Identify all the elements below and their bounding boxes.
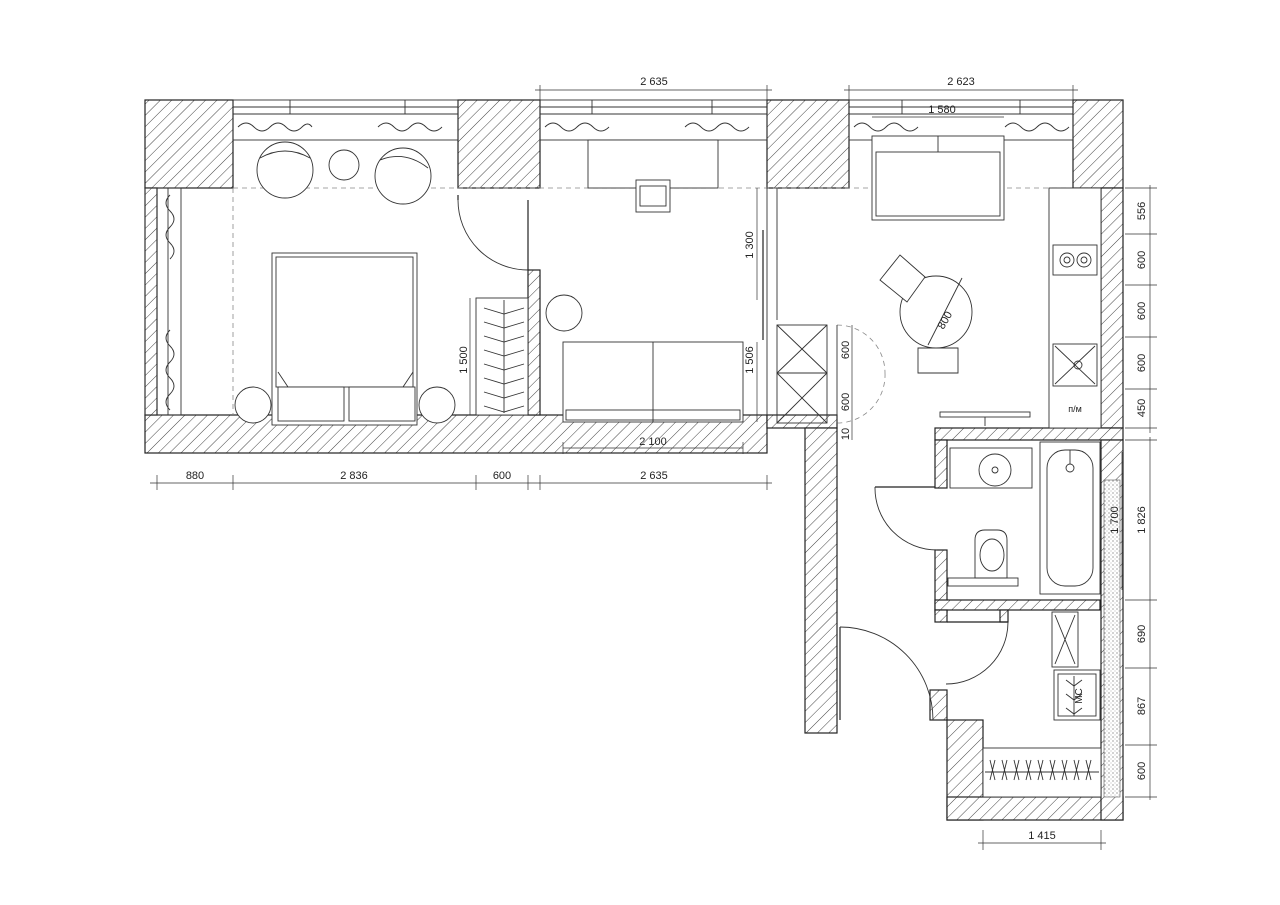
dim-door-gap: 10 [840,428,852,440]
desk-chair [635,179,671,213]
dim-sofa-height: 1 506 [744,346,756,374]
dimension-labels: 2 635 2 623 1 580 880 2 836 600 2 635 2 … [186,76,1148,842]
shoe-cabinet [1051,611,1079,668]
insulation-strip [1103,479,1121,798]
bathroom [874,441,1101,595]
dim-bottom-living: 2 635 [640,470,668,482]
label-fridge: п/м [1068,404,1082,414]
bathroom-door [874,486,938,551]
bedroom [234,141,529,426]
washbasin [949,447,1033,489]
cooktop [1052,244,1098,276]
nightstand [418,386,456,424]
kitchen-double-door [776,324,886,424]
closet-door [945,621,1009,685]
dining-table [879,254,973,374]
dim-bottom-bedroom: 2 836 [340,470,368,482]
hall-wardrobe [982,747,1102,798]
dim-hall-width: 1 415 [1028,830,1056,842]
dim-door-upper: 600 [840,341,852,359]
living-room [545,139,778,423]
dim-right-1: 556 [1136,202,1148,220]
kitchen [776,135,1102,429]
wardrobe [475,297,529,416]
dim-right-2: 600 [1136,251,1148,269]
washing-machine [1053,669,1101,721]
dim-top-kitchen: 2 623 [947,76,975,88]
dim-door-lower: 600 [840,393,852,411]
dim-right-5: 450 [1136,399,1148,417]
sliding-door [762,188,778,415]
dim-right-6: 690 [1136,625,1148,643]
tv [939,411,1031,426]
kitchen-sink [1052,343,1098,387]
nightstand [234,386,272,424]
dim-bottom-wardrobe: 600 [493,470,511,482]
dim-right-4: 600 [1136,354,1148,372]
bathtub [1039,441,1101,595]
dim-bottom-balcony: 880 [186,470,204,482]
armchair [374,147,432,205]
bedroom-door [457,195,529,271]
side-table [328,149,360,181]
dim-wardrobe-height: 1 500 [458,346,470,374]
dim-living-sofa: 2 100 [639,436,667,448]
dim-right-7: 867 [1136,697,1148,715]
toilet [947,529,1019,587]
dim-right-3: 600 [1136,302,1148,320]
dim-window-height: 1 300 [744,231,756,259]
hall [839,611,1102,798]
kitchen-counter [1048,187,1102,429]
windows [144,99,1074,416]
dim-right-bath: 1 826 [1136,506,1148,534]
dimension-lines [150,85,1157,850]
dim-kitchen-sofa: 1 580 [928,104,956,116]
entrance-door [839,626,934,721]
dim-right-bath-inner: 1 700 [1109,506,1121,534]
walls [144,99,1124,821]
label-washer: МС [1074,688,1085,704]
sofa [562,341,744,423]
double-bed [271,252,418,426]
dim-top-living: 2 635 [640,76,668,88]
round-pouf [545,294,583,332]
armchair [256,141,314,199]
dim-right-8: 600 [1136,762,1148,780]
kitchen-sofa [871,135,1005,221]
